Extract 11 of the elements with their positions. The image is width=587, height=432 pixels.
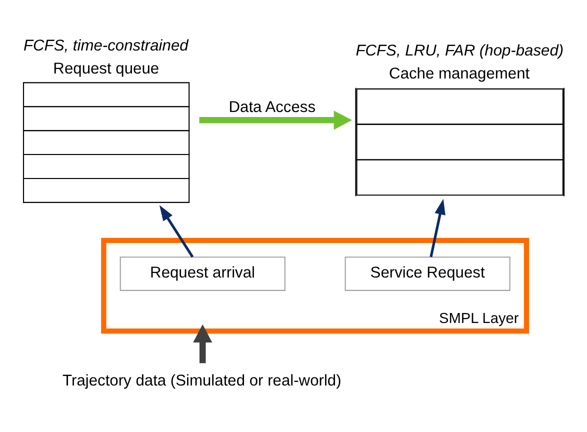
node-label: Request queue (53, 60, 160, 77)
node-text: Trajectory data (Simulated or real-world) (62, 372, 342, 390)
node-label: FCFS, time-constrained (24, 36, 188, 54)
arrow (193, 324, 212, 363)
arrow (430, 198, 446, 257)
edge-label: Data Access (228, 98, 316, 116)
node-box: Request arrival (120, 256, 286, 290)
node-box: Service Request (344, 256, 510, 290)
node-label: Cache management (389, 65, 530, 82)
node-label: FCFS, LRU, FAR (hop-based) (356, 42, 564, 60)
arrow (199, 110, 352, 130)
